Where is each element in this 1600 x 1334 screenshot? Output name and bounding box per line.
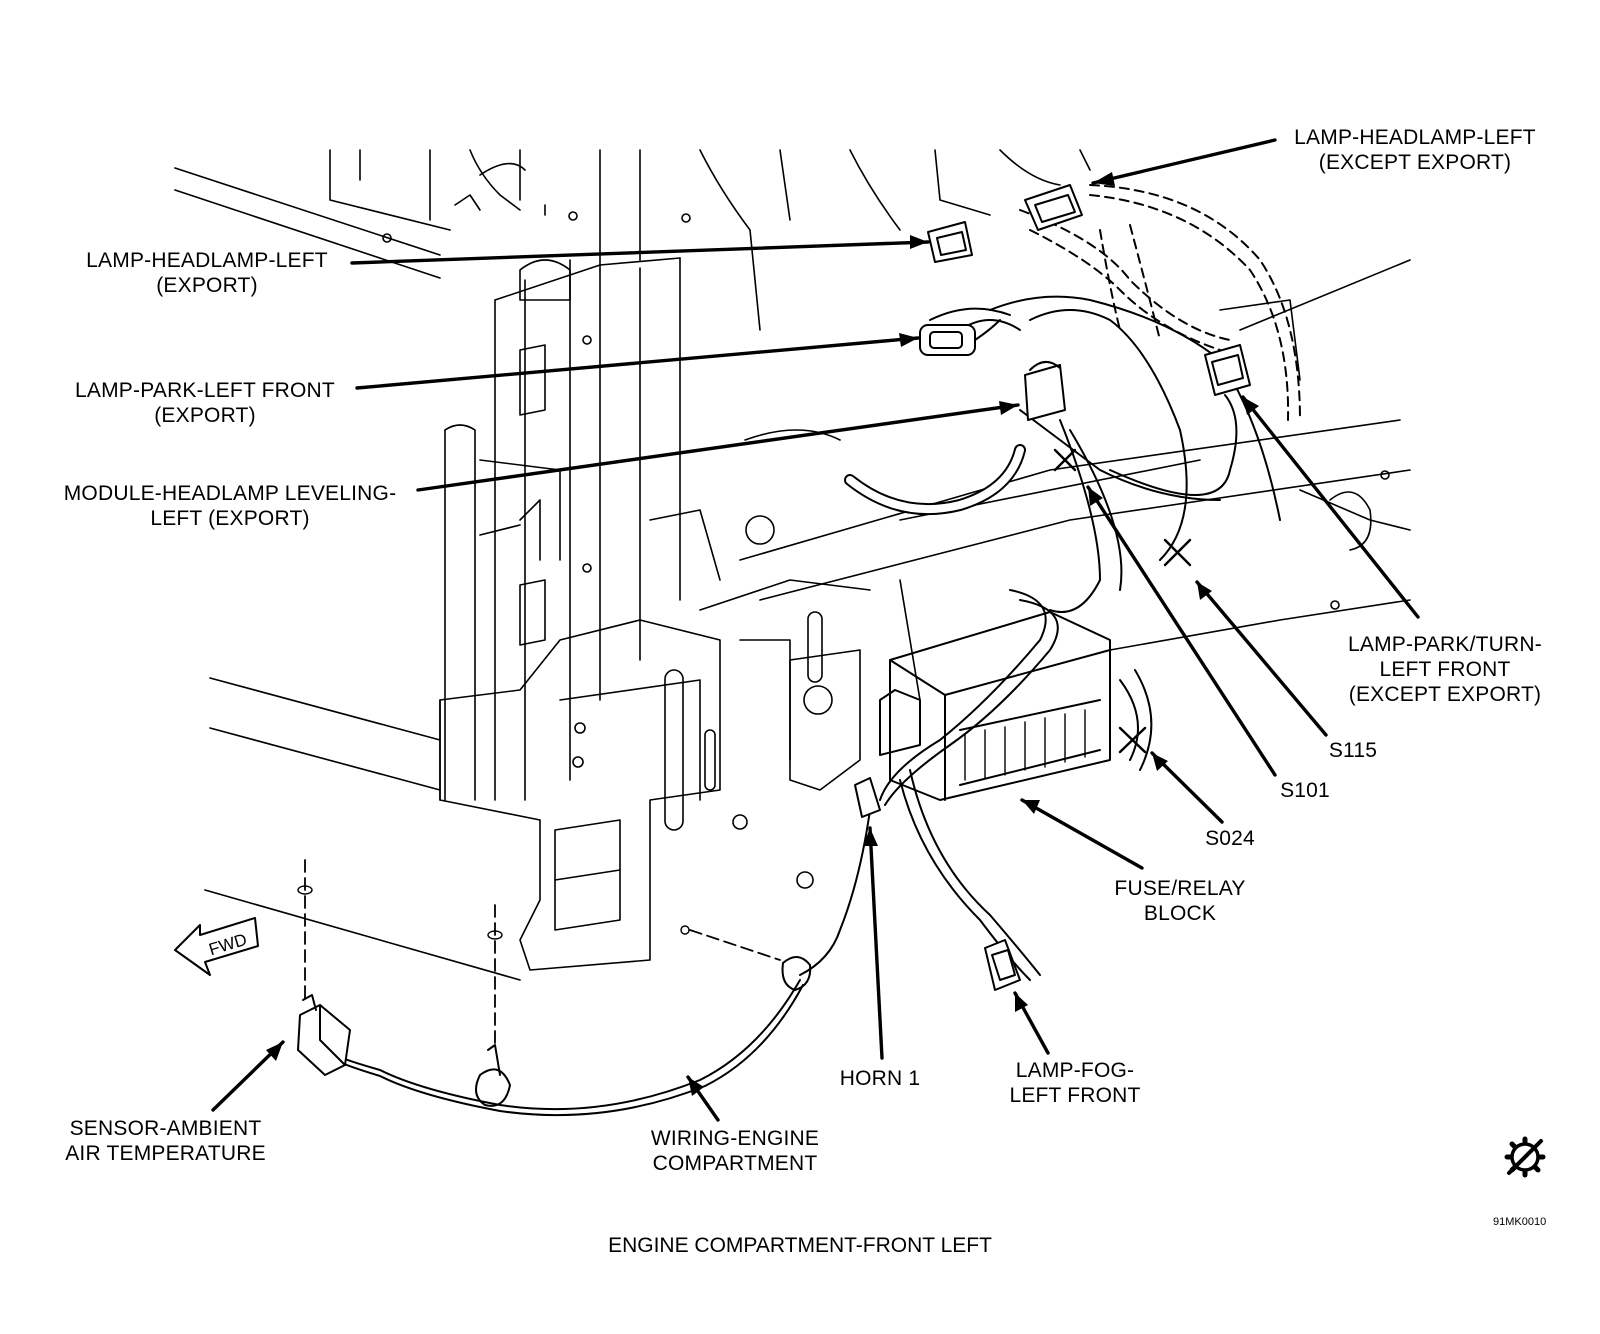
label-headlamp-left-export: LAMP-HEADLAMP-LEFT (EXPORT) (86, 249, 328, 297)
leader-lines (211, 138, 1420, 1122)
figure-code: 91MK0010 (1493, 1216, 1547, 1228)
connector-leveling-module (1024, 361, 1066, 421)
label-lamp-fog-left-front: LAMP-FOG- LEFT FRONT (1009, 1059, 1141, 1107)
fwd-arrow (174, 917, 259, 976)
splice-marks (1053, 448, 1192, 754)
mounting-centerlines (304, 859, 781, 1046)
label-s024: S024 (1205, 827, 1255, 850)
connector-park-export (919, 319, 1001, 356)
sensor-ambient-drawing (297, 994, 351, 1076)
connector-headlamp-export (927, 221, 973, 263)
label-horn-1: HORN 1 (839, 1067, 921, 1090)
label-wiring-engine-compartment: WIRING-ENGINE COMPARTMENT (650, 1127, 820, 1175)
connector-fog (984, 939, 1021, 991)
label-s115: S115 (1328, 739, 1378, 762)
label-park-left-front-export: LAMP-PARK-LEFT FRONT (EXPORT) (75, 379, 335, 427)
vehicle-structure (174, 149, 1411, 981)
mounting-holes (297, 885, 690, 940)
figure-caption: ENGINE COMPARTMENT-FRONT LEFT (608, 1234, 992, 1257)
label-fuse-relay-block: FUSE/RELAY BLOCK (1114, 877, 1246, 925)
connector-headlamp-except-export (1024, 184, 1083, 231)
wiring-harness-drawing (334, 184, 1301, 1117)
connector-horn (854, 777, 881, 818)
label-sensor-ambient-air-temperature: SENSOR-AMBIENT AIR TEMPERATURE (65, 1117, 266, 1165)
service-gear-icon (1504, 1136, 1546, 1178)
arrowheads (266, 172, 1259, 1096)
label-s101: S101 (1280, 779, 1330, 802)
clip-drawings (475, 956, 812, 1107)
label-module-headlamp-leveling: MODULE-HEADLAMP LEVELING- LEFT (EXPORT) (63, 482, 397, 530)
connector-park-turn (1204, 344, 1251, 396)
label-park-turn-left-front: LAMP-PARK/TURN- LEFT FRONT (EXCEPT EXPOR… (1348, 633, 1542, 706)
label-headlamp-left-except-export: LAMP-HEADLAMP-LEFT (EXCEPT EXPORT) (1294, 126, 1536, 174)
